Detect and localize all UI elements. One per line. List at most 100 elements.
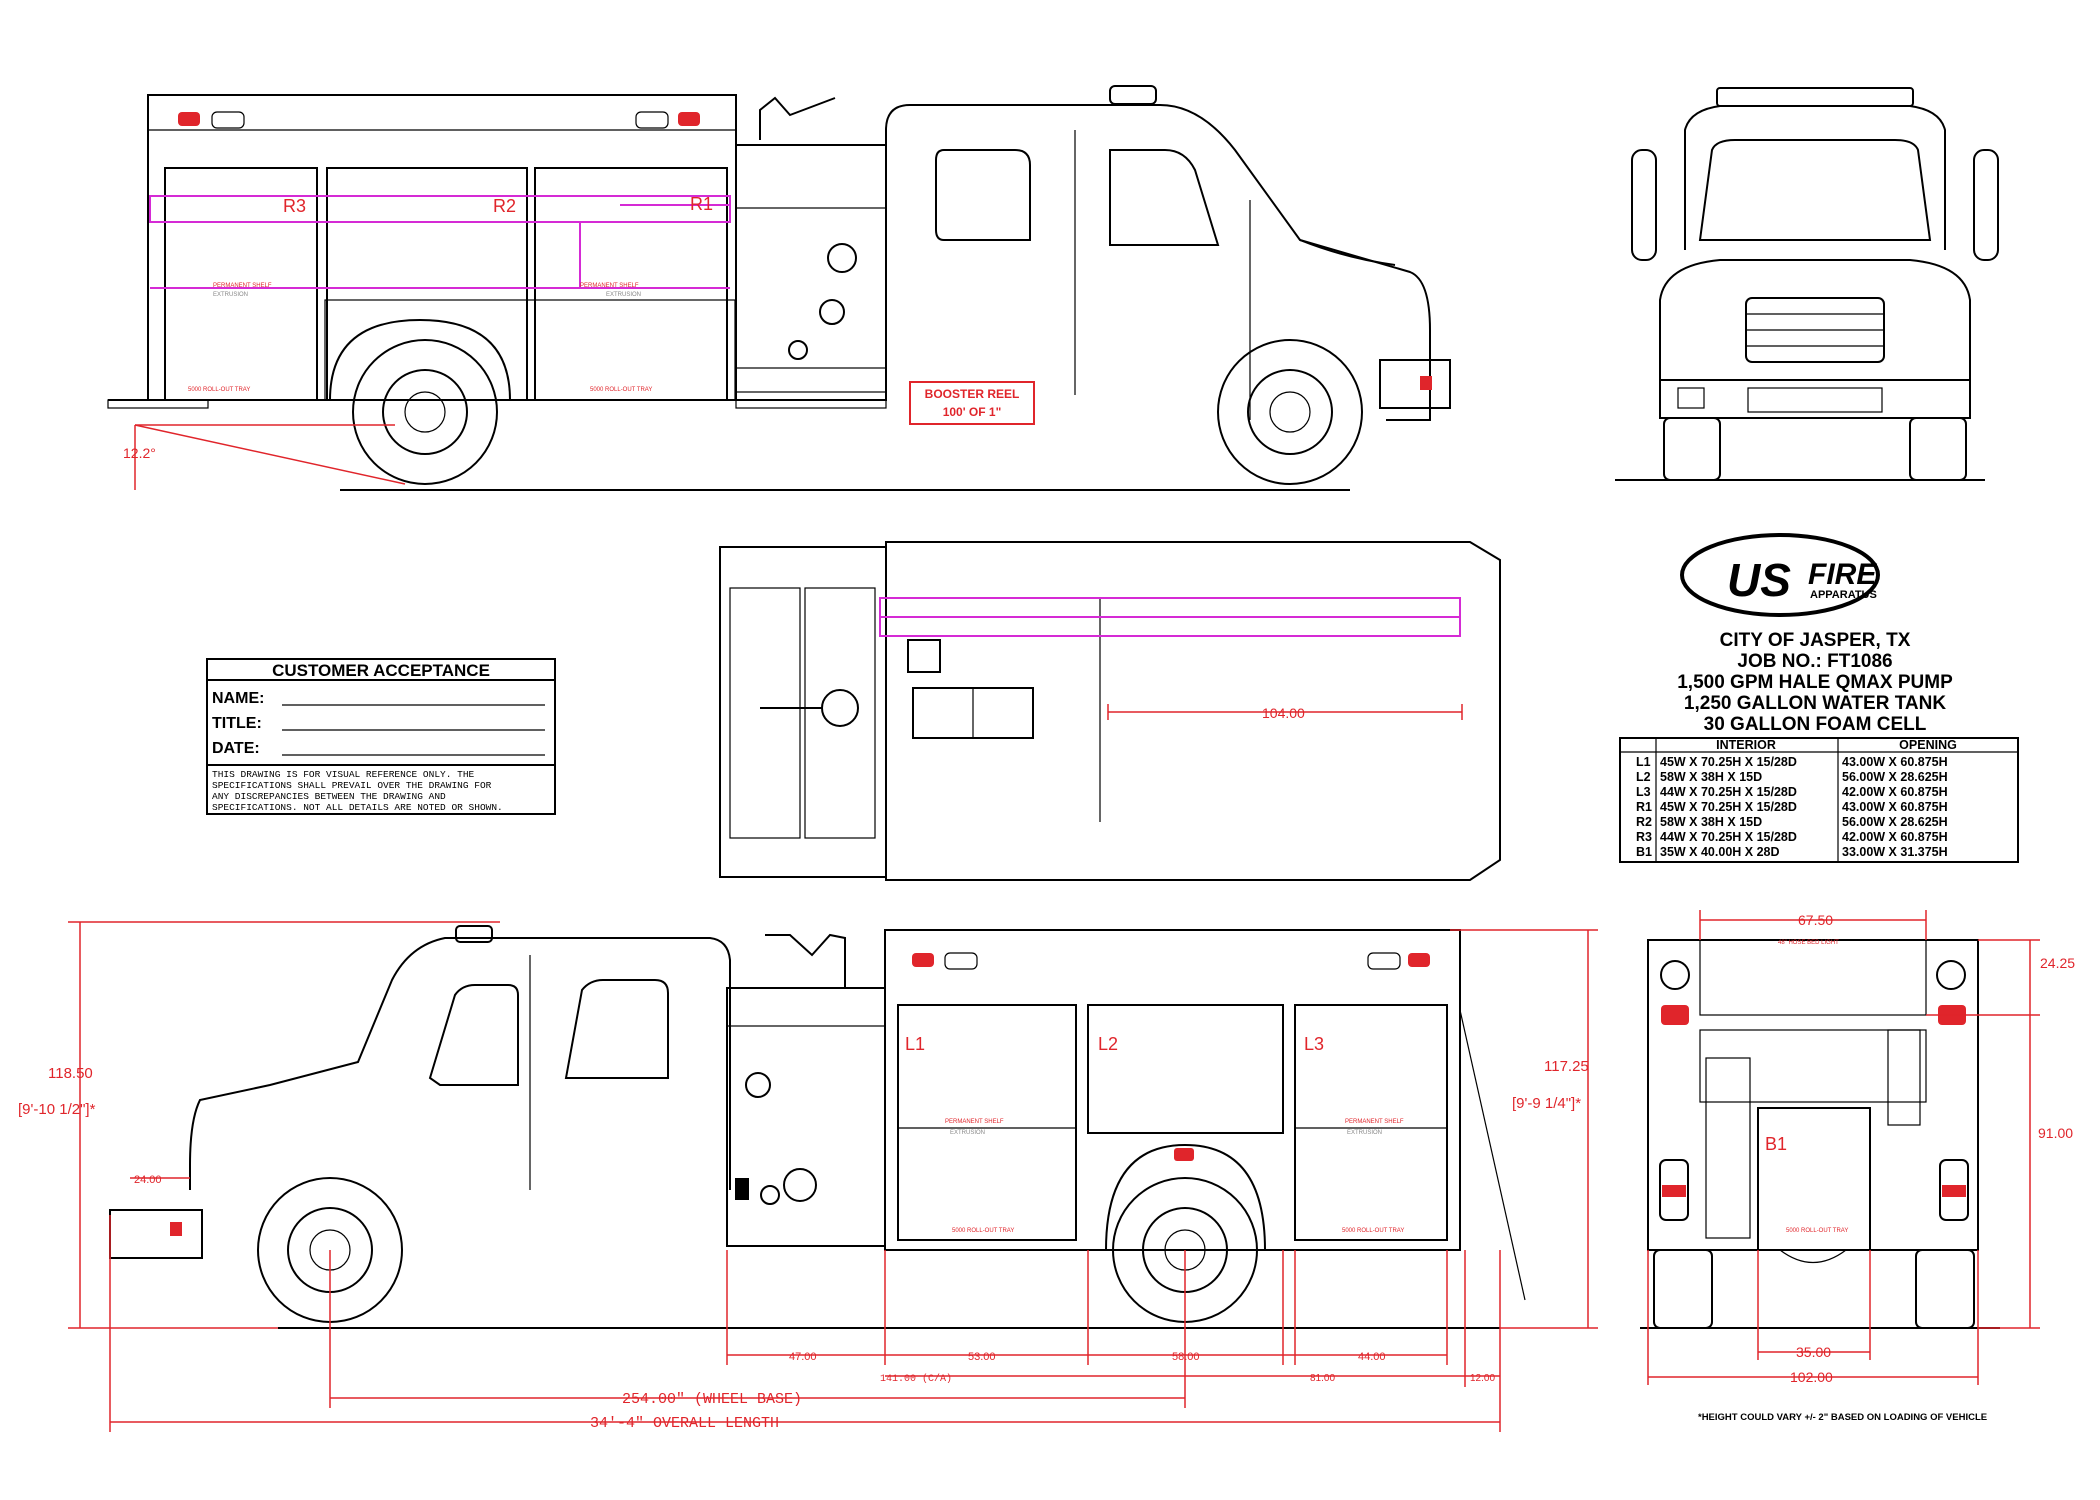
left-side-view	[68, 921, 1598, 1432]
label-b1: B1	[1765, 1134, 1787, 1154]
dim-angle: 12.2°	[123, 445, 156, 461]
job-city: CITY OF JASPER, TX	[1720, 630, 1911, 651]
job-pump: 1,500 GPM HALE QMAX PUMP	[1677, 672, 1953, 693]
dim-wheel-base: 254.00" (WHEEL BASE)	[622, 1391, 802, 1408]
dim-height-front-ft: [9'-10 1/2"]*	[18, 1101, 96, 1118]
cab-outline	[885, 104, 1431, 421]
front-bumper	[109, 1209, 203, 1259]
rollout-tray-label: 5000 ROLL-OUT TRAY	[1786, 1228, 1848, 1234]
compartment-l3	[1294, 1004, 1448, 1241]
logo-sub: APPARATUS	[1810, 589, 1877, 601]
extrusion-label: EXTRUSION	[606, 292, 641, 298]
cab-window	[1109, 149, 1220, 246]
table-row-id: R1	[1636, 800, 1652, 814]
dim-top-length: 104.00	[1262, 705, 1305, 721]
table-row-interior: 44W X 70.25H X 15/28D	[1660, 830, 1797, 844]
permanent-shelf-label: PERMANENT SHELF	[580, 283, 639, 289]
pump-panel	[726, 987, 886, 1247]
acceptance-date-label: DATE:	[212, 740, 260, 757]
permanent-shelf-label: PERMANENT SHELF	[945, 1119, 1004, 1125]
mirror	[1631, 149, 1657, 261]
pump-panel	[735, 144, 887, 401]
label-l3: L3	[1304, 1034, 1324, 1054]
dim-rear-height: 91.00	[2038, 1125, 2073, 1141]
label-r1: R1	[690, 194, 713, 214]
acceptance-title: CUSTOMER ACCEPTANCE	[272, 661, 490, 680]
customer-acceptance-text: CUSTOMER ACCEPTANCE NAME: TITLE: DATE: T…	[212, 661, 503, 813]
company-logo: US FIRE APPARATUS	[1680, 533, 1880, 617]
table-row-opening: 33.00W X 31.375H	[1842, 845, 1948, 859]
acceptance-title-label: TITLE:	[212, 715, 262, 732]
logo-name: FIRE	[1808, 558, 1877, 591]
windshield	[1698, 139, 1932, 241]
customer-acceptance-box	[206, 658, 556, 815]
acceptance-disclaimer-line: ANY DISCREPANCIES BETWEEN THE DRAWING AN…	[212, 791, 446, 802]
dim-height-rear-ft: [9'-9 1/4"]*	[1512, 1095, 1581, 1112]
dim-height-front: 118.50	[48, 1065, 93, 1082]
cab-front	[1684, 105, 1946, 250]
table-header-opening: OPENING	[1899, 738, 1957, 752]
acceptance-name-label: NAME:	[212, 690, 264, 707]
job-tank: 1,250 GALLON WATER TANK	[1684, 693, 1946, 714]
logo-mark: US	[1727, 554, 1791, 606]
table-row-id: L2	[1636, 770, 1651, 784]
cab-outline	[189, 937, 731, 1190]
dim-l1-width: 53.00	[968, 1351, 996, 1363]
height-footnote: *HEIGHT COULD VARY +/- 2" BASED ON LOADI…	[1698, 1412, 1987, 1423]
dim-l2-width: 58.00	[1172, 1351, 1200, 1363]
table-row-opening: 43.00W X 60.875H	[1842, 800, 1948, 814]
dim-rear-top-height: 24.25	[2040, 955, 2075, 971]
compartment-l2	[1087, 1004, 1284, 1134]
dim-ca: 141.00 (C/A)	[880, 1373, 952, 1385]
table-row-id: B1	[1636, 845, 1652, 859]
extrusion-label: EXTRUSION	[950, 1130, 985, 1136]
label-l1: L1	[905, 1034, 925, 1054]
permanent-shelf-label: PERMANENT SHELF	[1345, 1119, 1404, 1125]
acceptance-disclaimer-line: THIS DRAWING IS FOR VISUAL REFERENCE ONL…	[212, 769, 475, 780]
rollout-tray-label: 5000 ROLL-OUT TRAY	[590, 387, 652, 393]
dim-front-overhang: 24.00	[134, 1174, 162, 1186]
table-row-id: R2	[1636, 815, 1652, 829]
compartment-labels: R3 R2 R1 L1 L2 L3 B1	[283, 194, 1787, 1154]
dim-rear-top-width: 67.50	[1798, 912, 1833, 928]
booster-reel-line2: 100' OF 1"	[943, 405, 1002, 419]
compartment-table-grid	[1619, 737, 2019, 863]
hose-bed-light-label: 48" HOSE BED LIGHT	[1778, 940, 1839, 946]
compartment-l1	[897, 1004, 1077, 1241]
label-r3: R3	[283, 196, 306, 216]
cab-window	[564, 979, 669, 1079]
cab-window	[428, 984, 519, 1086]
mirror	[1973, 149, 1999, 261]
front-view	[1615, 87, 1999, 481]
permanent-shelf-label: PERMANENT SHELF	[213, 283, 272, 289]
booster-reel-label: BOOSTER REEL 100' OF 1"	[909, 381, 1035, 425]
extrusion-label: EXTRUSION	[1347, 1130, 1382, 1136]
dim-pump-module: 47.00	[789, 1351, 817, 1363]
front-wheel	[1217, 339, 1363, 485]
departure-angle-line	[134, 424, 406, 485]
label-r2: R2	[493, 196, 516, 216]
rear-wheel	[352, 339, 498, 485]
compartment-annotations: PERMANENT SHELF EXTRUSION PERMANENT SHEL…	[188, 283, 1848, 1234]
dim-rear-span: 81.00	[1310, 1373, 1335, 1384]
table-row-interior: 35W X 40.00H X 28D	[1660, 845, 1780, 859]
body-roof	[885, 541, 1501, 881]
table-row-opening: 42.00W X 60.875H	[1842, 785, 1948, 799]
rollout-tray-label: 5000 ROLL-OUT TRAY	[188, 387, 250, 393]
warning-light	[678, 112, 700, 126]
dim-l3-width: 44.00	[1358, 1351, 1386, 1363]
dim-height-rear: 117.25	[1544, 1058, 1589, 1075]
rear-body	[1647, 939, 1979, 1251]
dim-overall-length: 34'-4" OVERALL LENGTH	[590, 1415, 779, 1432]
table-row-interior: 58W X 38H X 15D	[1660, 770, 1762, 784]
compartment-table: INTERIOR OPENING L1 45W X 70.25H X 15/28…	[1636, 738, 1957, 859]
table-row-opening: 42.00W X 60.875H	[1842, 830, 1948, 844]
booster-reel-line1: BOOSTER REEL	[925, 387, 1020, 401]
label-l2: L2	[1098, 1034, 1118, 1054]
table-row-interior: 45W X 70.25H X 15/28D	[1660, 755, 1797, 769]
extrusion-label: EXTRUSION	[213, 292, 248, 298]
dim-rear-compartment-width: 35.00	[1796, 1344, 1831, 1360]
light-bar	[1716, 87, 1914, 107]
table-row-opening: 56.00W X 28.625H	[1842, 815, 1948, 829]
dim-rear-overall-width: 102.00	[1790, 1369, 1833, 1385]
